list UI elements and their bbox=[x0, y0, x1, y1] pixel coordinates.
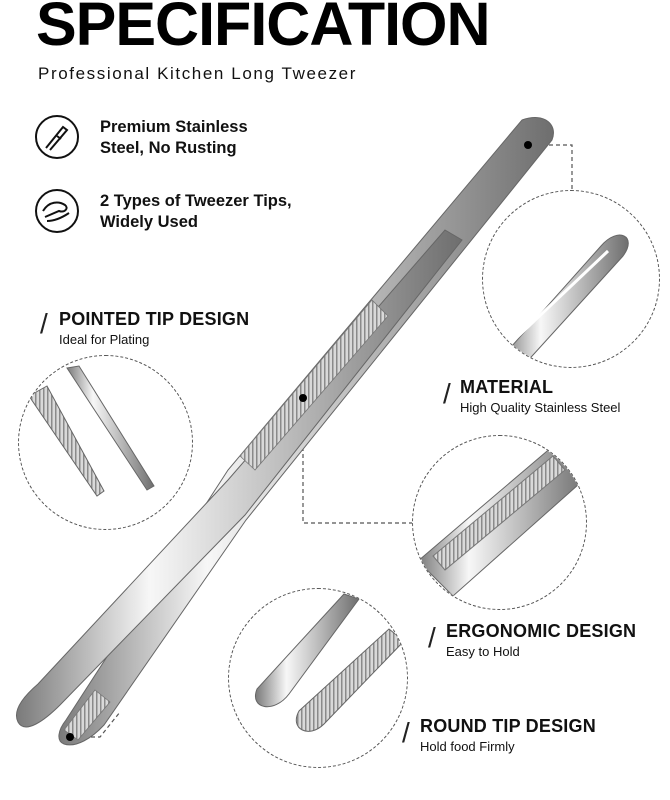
round-tip-detail-circle bbox=[228, 588, 408, 768]
pointed-tip-title: POINTED TIP DESIGN bbox=[59, 309, 250, 329]
feature-material-line1: Premium Stainless bbox=[100, 118, 248, 136]
feature-tips: 2 Types of Tweezer Tips, Widely Used bbox=[100, 191, 292, 233]
material-detail-circle bbox=[482, 190, 660, 368]
pointed-slash: / bbox=[40, 308, 48, 339]
material-desc: High Quality Stainless Steel bbox=[460, 400, 621, 415]
feature-material-line2: Steel, No Rusting bbox=[100, 139, 237, 157]
ergonomic-detail-circle bbox=[412, 435, 587, 610]
tweezer-tips-icon bbox=[35, 189, 79, 233]
ergonomic-slash: / bbox=[428, 622, 436, 653]
page-title: SPECIFICATION bbox=[36, 0, 491, 58]
material-slash: / bbox=[443, 378, 451, 409]
feature-tips-line1: 2 Types of Tweezer Tips, bbox=[100, 192, 292, 210]
material-title: MATERIAL bbox=[460, 377, 554, 397]
page-subtitle: Professional Kitchen Long Tweezer bbox=[38, 64, 357, 83]
tweezer-icon bbox=[35, 115, 79, 159]
feature-material: Premium Stainless Steel, No Rusting bbox=[100, 117, 248, 159]
pointed-tip-detail-circle bbox=[18, 355, 193, 530]
round-tip-title: ROUND TIP DESIGN bbox=[420, 716, 596, 736]
feature-tips-line2: Widely Used bbox=[100, 213, 198, 231]
round-tip-desc: Hold food Firmly bbox=[420, 739, 515, 754]
ergonomic-title: ERGONOMIC DESIGN bbox=[446, 621, 637, 641]
pointed-tip-desc: Ideal for Plating bbox=[59, 332, 150, 347]
round-slash: / bbox=[402, 717, 410, 748]
ergonomic-desc: Easy to Hold bbox=[446, 644, 520, 659]
